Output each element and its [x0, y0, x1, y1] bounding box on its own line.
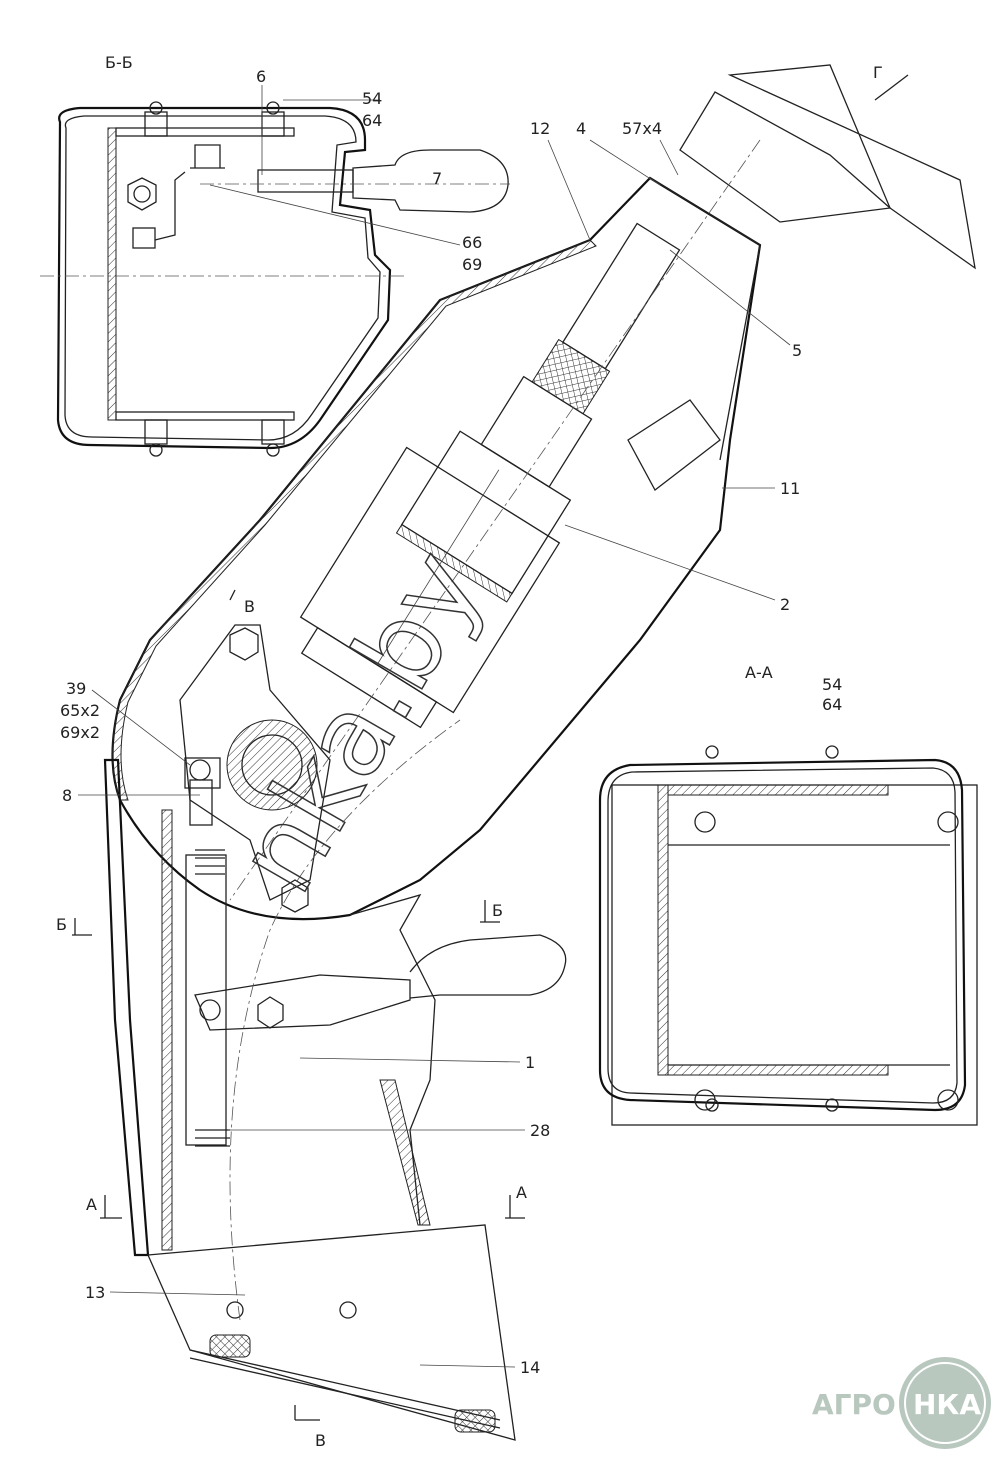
- section-aa: [598, 745, 978, 1126]
- label-66: 66: [462, 233, 482, 252]
- label-aa-64: 64: [822, 695, 842, 714]
- cut-v-bottom: В: [315, 1431, 326, 1450]
- label-1: 1: [525, 1053, 535, 1072]
- watermark-text: nka.by: [212, 530, 507, 913]
- label-11: 11: [780, 479, 800, 498]
- label-69x2: 69x2: [60, 723, 100, 742]
- section-bb-title: Б-Б: [105, 53, 133, 72]
- label-5: 5: [792, 341, 802, 360]
- label-aa-54: 54: [822, 675, 842, 694]
- svg-text:НКА: НКА: [913, 1388, 981, 1421]
- leader-lines: [72, 74, 909, 1421]
- main-assembly: [111, 64, 976, 921]
- label-13: 13: [85, 1283, 105, 1302]
- label-64: 64: [362, 111, 382, 130]
- label-69: 69: [462, 255, 482, 274]
- label-2: 2: [780, 595, 790, 614]
- section-bb: [40, 101, 510, 457]
- cut-a-left: А: [86, 1195, 97, 1214]
- label-12: 12: [530, 119, 550, 138]
- label-8: 8: [62, 786, 72, 805]
- cut-v-top: В: [244, 597, 255, 616]
- cut-a-right: А: [516, 1183, 527, 1202]
- label-4: 4: [576, 119, 586, 138]
- label-57x4: 57x4: [622, 119, 662, 138]
- view-arrow-label: Г: [873, 63, 883, 82]
- section-aa-title: А-А: [745, 663, 773, 682]
- label-54: 54: [362, 89, 382, 108]
- labels: Б-Б 6 54 64 7 66 69 12 4 57x4 Г 5 11 2 В…: [56, 53, 883, 1450]
- lever-mechanism: [103, 624, 567, 1441]
- label-28: 28: [530, 1121, 550, 1140]
- cut-b-left: Б: [56, 915, 67, 934]
- label-6: 6: [256, 67, 266, 86]
- agronka-logo: АГРО НКА: [812, 1357, 991, 1449]
- label-39: 39: [66, 679, 86, 698]
- label-7: 7: [432, 169, 442, 188]
- label-65x2: 65x2: [60, 701, 100, 720]
- svg-text:АГРО: АГРО: [812, 1388, 896, 1421]
- label-14: 14: [520, 1358, 540, 1377]
- cut-b-right: Б: [492, 901, 503, 920]
